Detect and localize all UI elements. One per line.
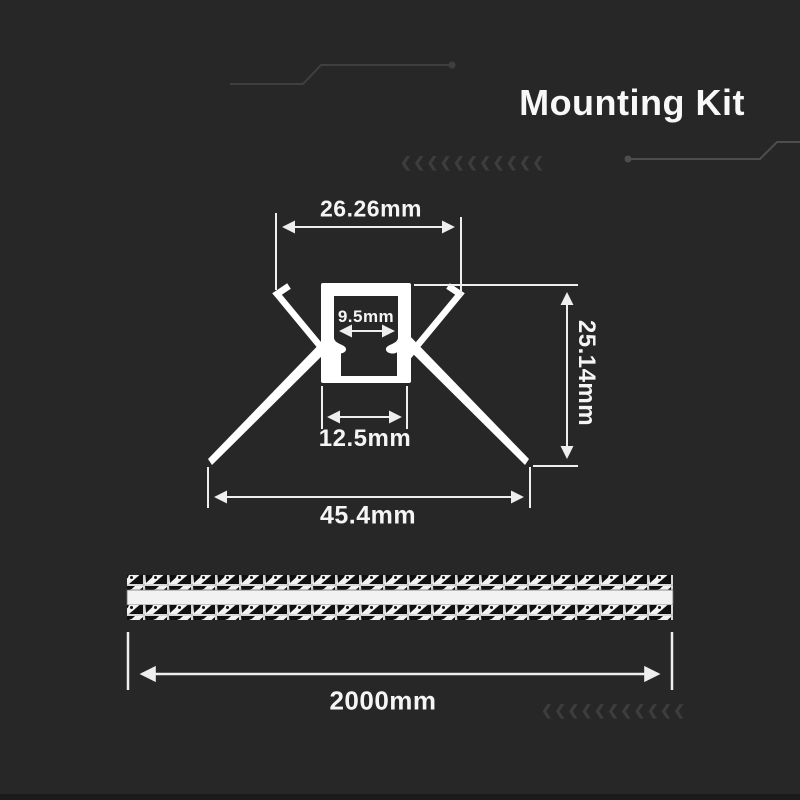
circuit-trace-left-icon [230,61,456,85]
circuit-trace-right-icon [624,141,800,163]
dim-base-width [321,386,408,429]
dim-height [414,284,578,467]
chevron-row-bottom-icon: ❮❮❮❮❮❮❮❮❮❮❮ [541,702,687,718]
dim-label-overall-width: 45.4mm [319,501,417,530]
dim-length [126,632,674,690]
profile-tooth-left [334,338,347,354]
profile-cross-section [321,283,411,383]
profile-length-strip [126,575,674,620]
dim-label-length: 2000mm [329,685,437,716]
chevron-row-top-icon: ❮❮❮❮❮❮❮❮❮❮❮ [400,154,546,170]
product-title: Mounting Kit [519,82,745,123]
mounting-clips [208,283,529,465]
dim-label-height: 25.14mm [573,319,600,427]
dim-overall-width [207,467,531,508]
dim-top-width [275,213,462,296]
dim-label-inner-width: 9.5mm [337,307,395,326]
profile-tooth-right [385,338,398,354]
bottom-edge-strip [0,794,800,800]
dim-label-base-width: 12.5mm [318,425,412,452]
dim-label-top-width: 26.26mm [320,195,422,222]
